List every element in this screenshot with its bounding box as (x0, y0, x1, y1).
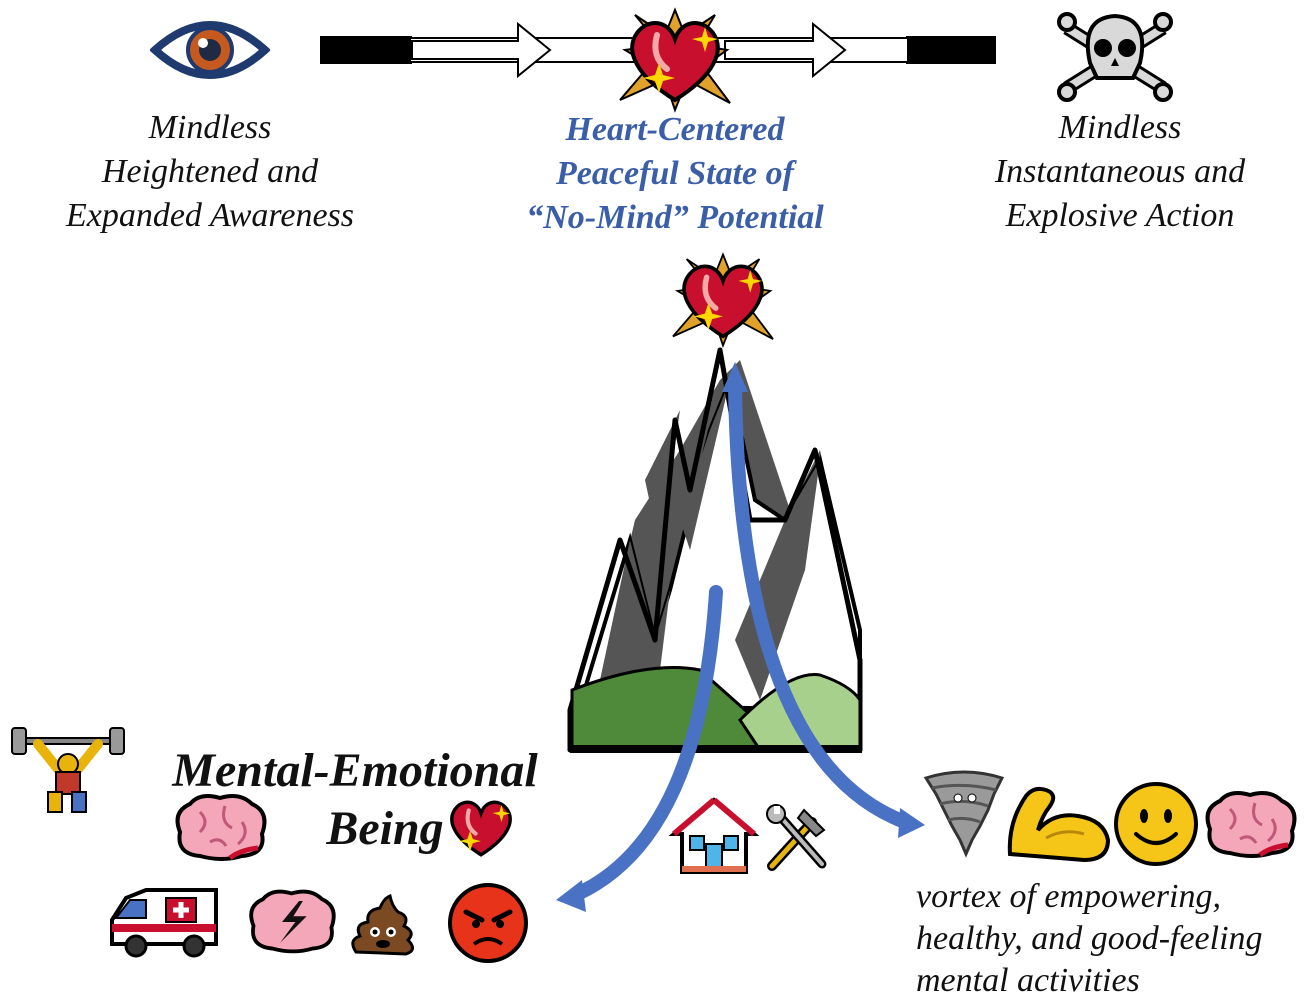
smiley-icon (1114, 782, 1198, 866)
brain-lightning-icon (249, 889, 336, 954)
vortex-label: vortex of empowering, healthy, and good-… (916, 878, 1263, 999)
ambulance-icon (110, 888, 218, 958)
tools-icon (766, 804, 827, 871)
tornado-icon (923, 770, 1005, 858)
center-label: Heart-Centered Peaceful State of “No-Min… (526, 111, 824, 236)
left-label: Mindless Heightened and Expanded Awarene… (65, 109, 355, 234)
house-icon (668, 797, 760, 874)
skull-crossbones-icon (1057, 12, 1173, 102)
weightlifter-icon (11, 727, 125, 813)
heart-icon (619, 7, 731, 113)
brain-icon (1205, 791, 1297, 858)
poop-icon (351, 894, 414, 956)
heart-icon (672, 252, 774, 349)
being-label: Mental-Emotional Being (172, 744, 538, 855)
angry-face-icon (448, 883, 528, 963)
mountain-icon (567, 347, 863, 753)
heart-icon (450, 800, 512, 857)
eye-icon (150, 21, 270, 79)
brain-icon (175, 794, 267, 861)
right-label: Mindless Instantaneous and Explosive Act… (994, 109, 1246, 234)
flexed-biceps-icon (1007, 786, 1111, 863)
